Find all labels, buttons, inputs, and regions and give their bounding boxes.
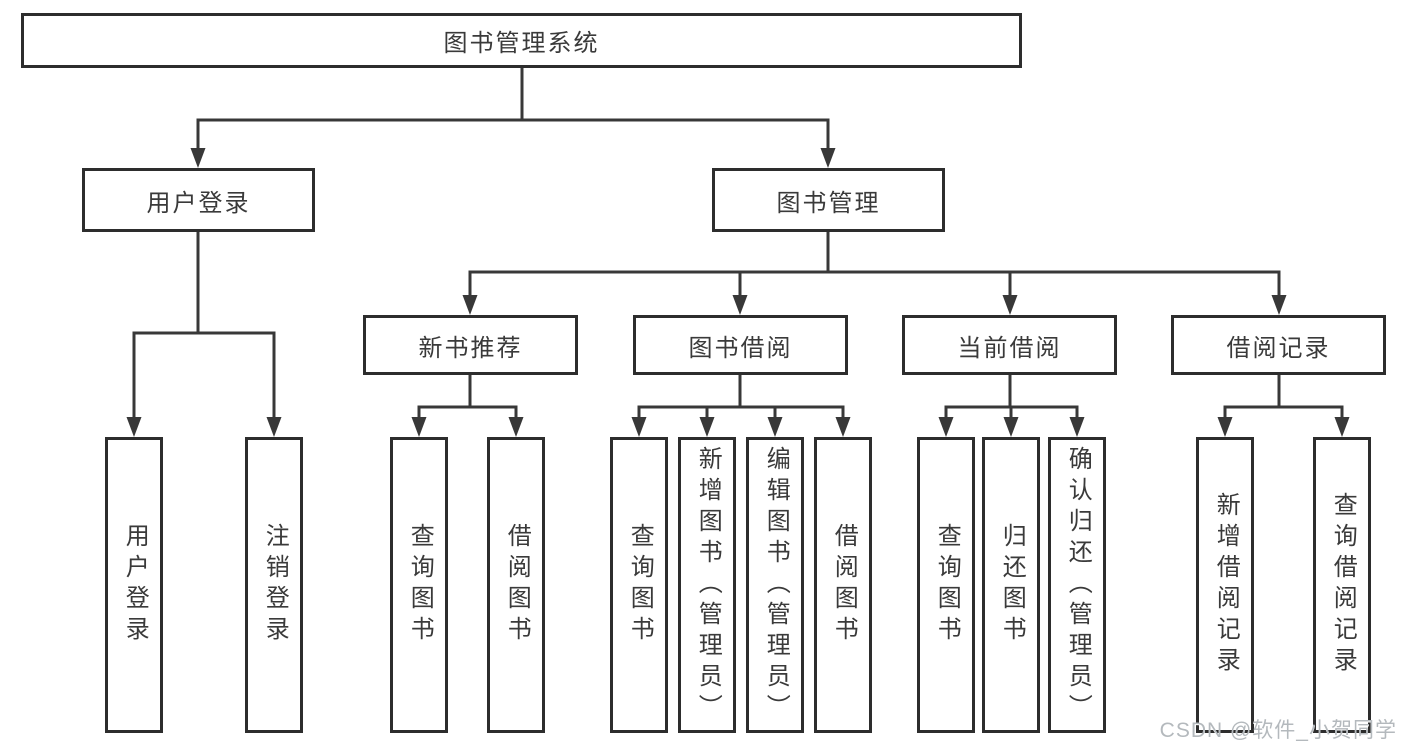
leaf-borrow-edit-book-label: 编辑图书（管理员） [762,445,790,725]
csdn-watermark: CSDN @软件_小贺同学 [1159,719,1397,742]
leaf-current-return-book: 归还图书 [982,437,1040,733]
leaf-current-return-book-label: 归还图书 [998,523,1026,647]
leaf-current-confirm-return: 确认归还（管理员） [1048,437,1106,733]
arrowheads [126,148,1350,437]
leaf-borrow-borrow-book: 借阅图书 [814,437,872,733]
node-borrow-record-label: 借阅记录 [1226,334,1331,362]
leaf-borrow-query-book-label: 查询图书 [626,523,654,647]
node-user-login: 用户登录 [82,168,315,232]
leaf-user-login: 用户登录 [105,437,163,733]
leaf-logout: 注销登录 [245,437,303,733]
leaf-rec-query-book-label: 查询图书 [406,523,434,647]
node-book-management: 图书管理 [712,168,945,232]
node-current-borrow-label: 当前借阅 [957,334,1062,362]
node-new-book-recommend: 新书推荐 [363,315,578,375]
node-new-book-recommend-label: 新书推荐 [418,334,523,362]
leaf-borrow-add-book: 新增图书（管理员） [678,437,736,733]
leaf-user-login-label: 用户登录 [121,523,149,647]
leaf-borrow-borrow-book-label: 借阅图书 [830,523,858,647]
leaf-borrow-query-book: 查询图书 [610,437,668,733]
leaf-rec-borrow-book: 借阅图书 [487,437,545,733]
leaf-record-add-label: 新增借阅记录 [1212,492,1240,678]
leaf-current-query-book: 查询图书 [917,437,975,733]
node-book-borrow-label: 图书借阅 [688,334,793,362]
leaf-borrow-edit-book: 编辑图书（管理员） [746,437,804,733]
node-borrow-record: 借阅记录 [1171,315,1386,375]
node-book-borrow: 图书借阅 [633,315,848,375]
node-current-borrow: 当前借阅 [902,315,1117,375]
leaf-record-query: 查询借阅记录 [1313,437,1371,733]
node-user-login-label: 用户登录 [146,189,251,217]
leaf-current-query-book-label: 查询图书 [933,523,961,647]
node-book-management-label: 图书管理 [776,189,881,217]
leaf-borrow-add-book-label: 新增图书（管理员） [694,445,722,725]
leaf-rec-query-book: 查询图书 [390,437,448,733]
node-root-label: 图书管理系统 [443,30,600,57]
leaf-current-confirm-return-label: 确认归还（管理员） [1064,445,1092,725]
leaf-logout-label: 注销登录 [261,523,289,647]
leaf-rec-borrow-book-label: 借阅图书 [503,523,531,647]
node-root: 图书管理系统 [21,13,1022,68]
leaf-record-query-label: 查询借阅记录 [1329,492,1357,678]
leaf-record-add: 新增借阅记录 [1196,437,1254,733]
